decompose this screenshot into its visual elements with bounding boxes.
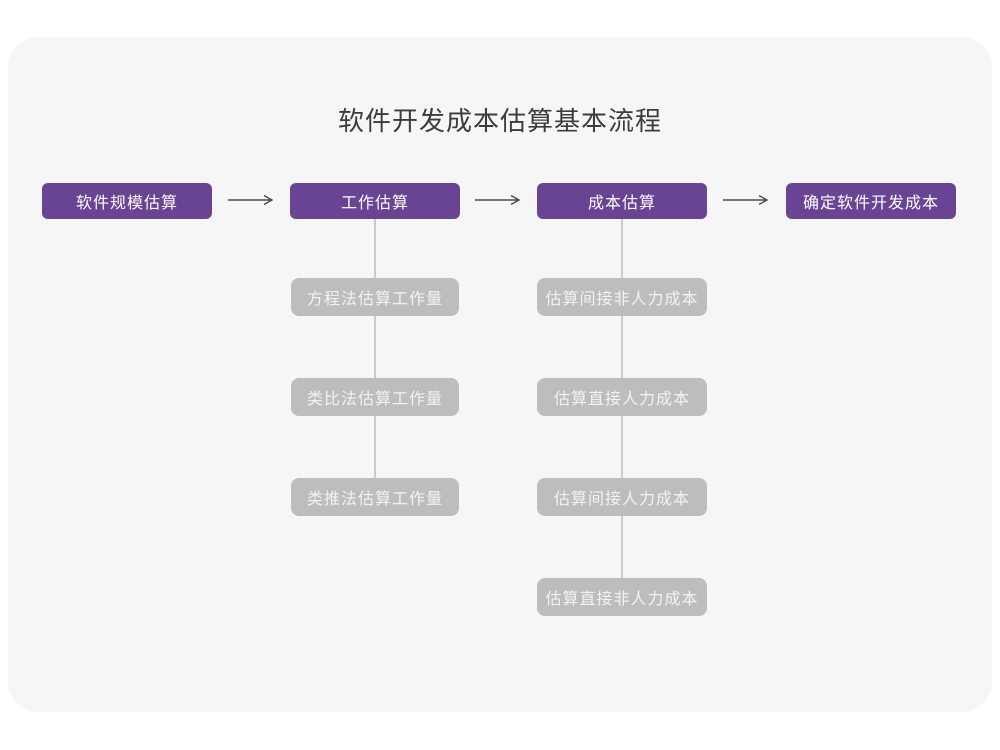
substep-direct-nonlabor-cost: 估算直接非人力成本	[537, 578, 707, 616]
substep-equation-method: 方程法估算工作量	[291, 278, 459, 316]
flow-node-label: 软件规模估算	[75, 195, 178, 212]
substep-label: 类比法估算工作量	[306, 391, 443, 408]
flow-node-determine-development-cost: 确定软件开发成本	[786, 183, 956, 219]
substep-direct-labor-cost: 估算直接人力成本	[537, 378, 707, 416]
substep-indirect-labor-cost: 估算间接人力成本	[537, 478, 707, 516]
diagram-title: 软件开发成本估算基本流程	[337, 106, 662, 136]
substep-label: 估算间接非人力成本	[545, 291, 699, 308]
substep-indirect-nonlabor-cost: 估算间接非人力成本	[537, 278, 707, 316]
substep-extrapolation-method: 类推法估算工作量	[291, 478, 459, 516]
substep-analogy-method: 类比法估算工作量	[291, 378, 459, 416]
substep-label: 类推法估算工作量	[306, 491, 443, 508]
arrow-right-icon	[226, 194, 276, 206]
diagram-card	[8, 37, 992, 712]
substep-label: 估算直接人力成本	[553, 391, 690, 408]
flow-node-label: 成本估算	[587, 195, 656, 212]
flow-node-label: 工作估算	[340, 195, 409, 212]
substep-label: 估算直接非人力成本	[545, 591, 699, 608]
flow-node-work-estimation: 工作估算	[290, 183, 460, 219]
arrow-right-icon	[721, 194, 771, 206]
flow-node-label: 确定软件开发成本	[802, 195, 939, 212]
substep-label: 方程法估算工作量	[306, 291, 443, 308]
substep-label: 估算间接人力成本	[553, 491, 690, 508]
flow-node-cost-estimation: 成本估算	[537, 183, 707, 219]
arrow-right-icon	[473, 194, 523, 206]
connector-work-column	[374, 218, 376, 498]
flow-node-software-size-estimation: 软件规模估算	[42, 183, 212, 219]
